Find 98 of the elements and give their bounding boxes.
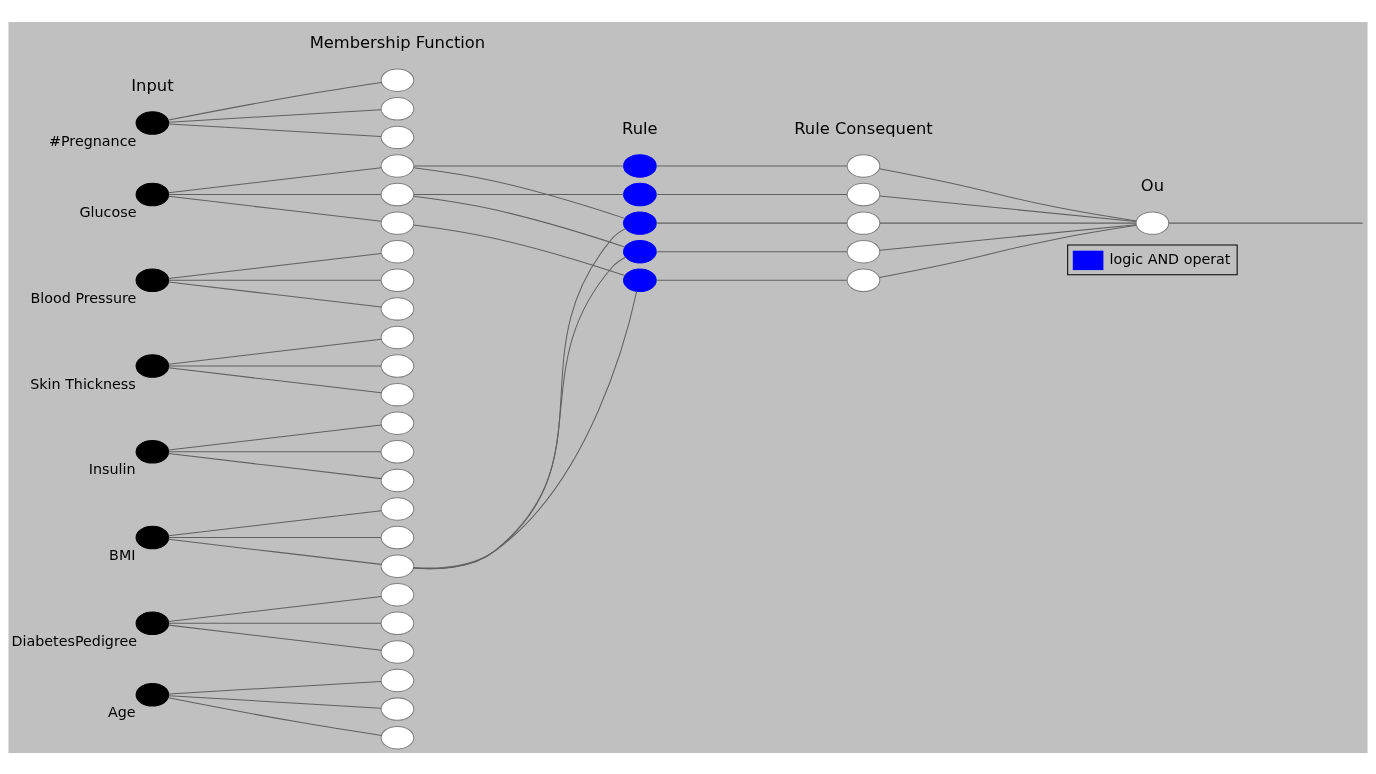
node-circle	[135, 353, 170, 378]
node-circle	[380, 611, 415, 635]
node-circle	[846, 210, 881, 235]
connector	[879, 195, 1137, 222]
node-circle	[380, 468, 415, 492]
connector	[168, 536, 382, 538]
label: Membership Function	[309, 32, 486, 52]
node-circle	[380, 67, 415, 92]
node-label: Glucose	[79, 203, 137, 220]
node-label: Skin Thickness	[30, 375, 136, 392]
label: Input	[131, 75, 174, 95]
connector	[413, 193, 624, 195]
connector	[656, 250, 848, 252]
node-circle	[380, 582, 415, 606]
node-circle	[135, 682, 170, 707]
connector	[168, 252, 382, 279]
node-circle	[380, 668, 415, 692]
connector	[413, 223, 626, 276]
node-label: Age	[107, 703, 136, 720]
connector	[656, 164, 848, 166]
connector	[413, 166, 626, 219]
node-circle	[380, 268, 415, 292]
node-circle	[380, 125, 415, 149]
connector	[878, 167, 1137, 221]
legend-label: logic AND operat	[1109, 250, 1231, 267]
node-circle	[380, 439, 415, 464]
connector	[168, 366, 382, 393]
node-circle	[380, 525, 415, 549]
node-circle	[623, 182, 657, 206]
connector	[168, 195, 382, 222]
node-circle	[623, 210, 657, 235]
node-circle	[380, 696, 415, 721]
node-circle	[380, 553, 415, 578]
node-circle	[135, 182, 170, 206]
connector	[413, 195, 626, 247]
connector	[168, 365, 382, 367]
node-circle	[380, 239, 415, 263]
connector	[168, 538, 382, 565]
connector	[656, 193, 848, 195]
connector	[878, 224, 1137, 278]
connector	[168, 694, 382, 709]
connector	[168, 108, 382, 123]
node-circle	[846, 268, 881, 292]
connector	[168, 595, 382, 622]
label: Rule	[622, 118, 658, 138]
connector	[168, 279, 382, 281]
connector	[167, 81, 382, 121]
label: Rule Consequent	[794, 118, 933, 138]
node-label: BMI	[109, 546, 136, 563]
connector	[879, 222, 1137, 224]
node-circle	[380, 210, 415, 235]
connector	[413, 290, 638, 569]
connector	[168, 338, 382, 365]
node-circle	[846, 239, 881, 263]
connector	[413, 164, 624, 166]
node-circle	[135, 611, 170, 635]
label: Ou	[1140, 175, 1165, 195]
connector	[168, 452, 382, 479]
node-circle	[135, 525, 170, 549]
node-circle	[846, 182, 881, 206]
node-circle	[380, 382, 415, 406]
connector	[656, 279, 848, 281]
node-circle	[380, 353, 415, 378]
node-circle	[623, 268, 657, 292]
connector	[1168, 222, 1364, 224]
node-circle	[380, 153, 415, 178]
connector	[168, 122, 382, 137]
connector	[168, 424, 382, 451]
connector	[168, 509, 382, 536]
connector	[168, 166, 382, 193]
node-label: Insulin	[88, 460, 136, 477]
node-circle	[135, 268, 170, 292]
node-circle	[380, 411, 415, 435]
node-label: #Pregnance	[49, 132, 137, 149]
connector	[879, 223, 1137, 251]
connector	[167, 696, 382, 736]
node-label: Blood Pressure	[30, 289, 137, 306]
node-circle	[380, 639, 415, 664]
node-circle	[135, 439, 170, 464]
node-circle	[380, 725, 415, 749]
node-circle	[623, 239, 657, 263]
connector	[656, 222, 848, 224]
node-circle	[380, 96, 415, 121]
node-circle	[380, 496, 415, 521]
connector	[168, 450, 382, 452]
node-circle	[846, 153, 881, 178]
connector	[168, 193, 382, 195]
connector	[168, 680, 382, 694]
node-circle	[380, 325, 415, 349]
connector	[168, 281, 382, 308]
node-circle	[380, 182, 415, 206]
node-circle	[135, 110, 170, 135]
node-circle	[623, 153, 657, 178]
connector	[168, 624, 382, 651]
node-label: DiabetesPedigree	[11, 632, 138, 649]
node-circle	[380, 296, 415, 321]
connector	[168, 622, 382, 624]
node-circle	[1135, 210, 1170, 235]
